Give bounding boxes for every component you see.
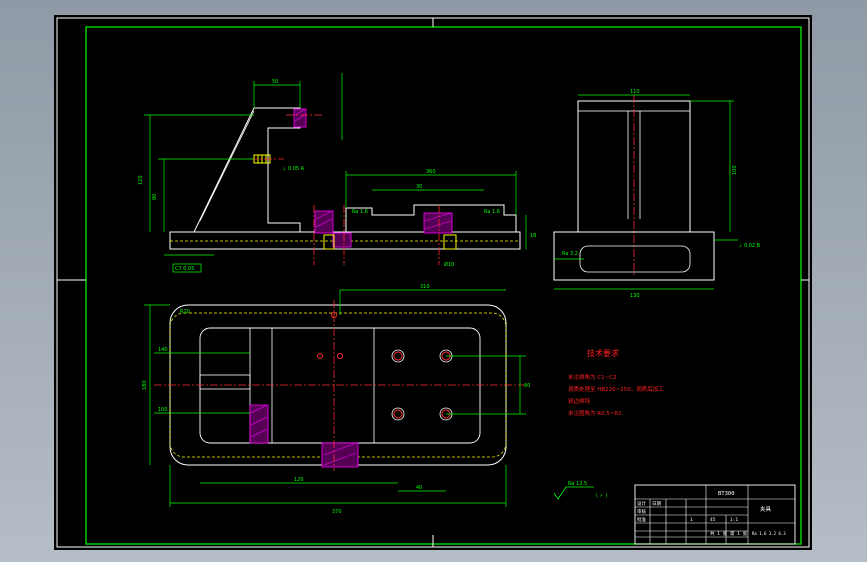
title-sheet: 共 1 张: [710, 530, 728, 537]
front-view[interactable]: 50 120 80 360 30 18 Ø10 ⊥ 0.05 A C7 0.05…: [138, 73, 536, 273]
dim-front-thick: 30: [416, 184, 422, 190]
title-remark: Ra 1.6 3.2 6.3: [752, 531, 786, 536]
dim-side-height: 100: [732, 165, 738, 175]
dim-plan-inner: 310: [420, 284, 430, 290]
tech-req-item: 调质处理至 HB220~250，调质后加工: [568, 385, 664, 393]
callout-datum-a: ⊥ 0.05 A: [282, 166, 305, 172]
centering-marks: [57, 18, 809, 547]
title-qty: 1: [690, 517, 693, 523]
dim-front-r: 18: [530, 233, 536, 239]
technical-requirements: 技术要求 未注倒角为 C1~C2 调质处理至 HB220~250，调质后加工 锐…: [568, 348, 664, 417]
title-date: 日期: [652, 501, 661, 507]
dim-plan-r: R20: [180, 309, 190, 315]
dim-hole-dia: Ø10: [444, 261, 454, 268]
dim-front-step: 80: [152, 194, 158, 200]
title-block[interactable]: BT300 夹具 Ra 1.6 3.2 6.3 设计 审核 批准 日期 45 1…: [634, 484, 796, 545]
base-plate-outline: [169, 231, 521, 250]
dim-side-width: 110: [630, 89, 640, 95]
dim-plan-pitch: 60: [524, 383, 530, 389]
callout-datum-b: ⊥ 0.02 B: [738, 243, 761, 249]
dim-side-base: 130: [630, 293, 640, 299]
dim-front-overall: 360: [426, 169, 436, 175]
clamp-block-outline: [345, 204, 517, 233]
sheet-inner-frame: [85, 26, 802, 545]
roughness-r3: Ra 3.2: [562, 251, 578, 257]
svg-text:Ra 12.5: Ra 12.5: [568, 481, 587, 487]
section-hatch-icon: [293, 108, 453, 248]
title-material: 45: [710, 517, 716, 523]
title-drawing-no: BT300: [718, 491, 735, 497]
roughness-symbol-icon: Ra 12.5 ( ✓ ): [553, 481, 607, 500]
title-part-name: 夹具: [760, 505, 772, 513]
dim-front-height: 120: [138, 175, 144, 185]
side-view-base: [553, 231, 715, 281]
dim-plan-width: 180: [142, 380, 148, 390]
tech-req-item: 未注圆角为 R0.5~R1: [568, 409, 622, 417]
svg-text:( ✓ ): ( ✓ ): [596, 493, 607, 499]
dim-plan-d1: 140: [158, 347, 168, 353]
plan-view[interactable]: 370 180 310 60 120 40 R20 140 100: [142, 284, 530, 515]
side-view[interactable]: 110 100 130 ⊥ 0.02 B Ra 3.2: [553, 89, 761, 299]
tech-req-item: 未注倒角为 C1~C2: [568, 373, 617, 381]
tech-req-heading: 技术要求: [587, 348, 619, 358]
dim-plan-offset: 120: [294, 477, 304, 483]
title-check: 审核: [637, 508, 646, 515]
title-sheet-of: 第 1 张: [730, 530, 748, 537]
roughness-r1: Ra 1.6: [352, 209, 368, 215]
title-scale: 1:1: [730, 517, 738, 523]
dim-plan-length: 370: [332, 509, 342, 515]
tech-req-item: 锐边倒钝: [568, 397, 591, 405]
callout-datum-c: C7 0.05: [175, 266, 194, 272]
dim-front-top: 50: [272, 79, 278, 85]
title-design: 设计: [637, 500, 646, 507]
title-approve: 批准: [637, 516, 646, 523]
roughness-r2: Ra 1.6: [484, 209, 500, 215]
dim-plan-d3: 100: [158, 407, 168, 413]
drawing-sheet[interactable]: 50 120 80 360 30 18 Ø10 ⊥ 0.05 A C7 0.05…: [54, 15, 812, 550]
dim-plan-d2: 40: [416, 485, 422, 491]
